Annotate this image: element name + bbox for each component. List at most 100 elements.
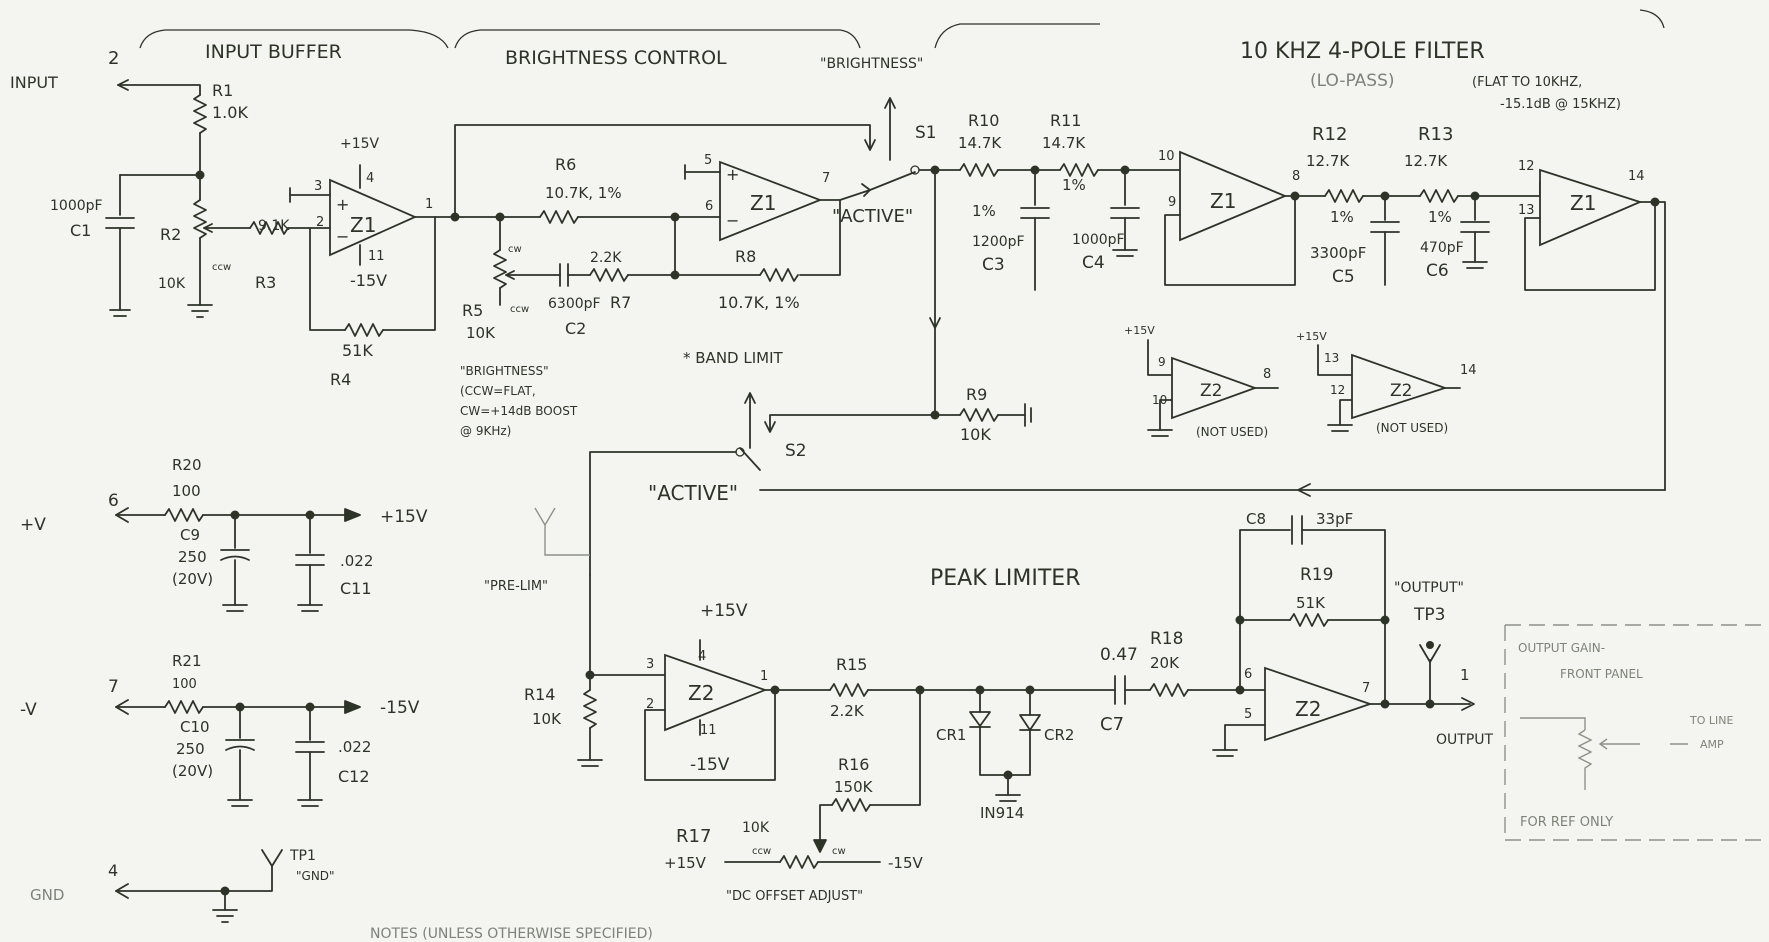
cr1-diode [969,711,991,728]
z2d-not-used: (NOT USED) [1376,421,1448,435]
power-filters: +V 6 +15V R20 100 C9 250 (20V) .022 C11 … [20,456,428,923]
c1-value: 1000pF [50,198,103,214]
c9-value-1: 250 [178,548,207,566]
c10-capacitor [225,739,255,751]
c9-value-2: (20V) [172,570,213,588]
c10-label: C10 [180,718,210,736]
c11-label: C11 [340,579,372,598]
r20-resistor [164,508,204,522]
r19-label: R19 [1300,565,1333,585]
s2-label: S2 [785,441,807,461]
r15-label: R15 [836,655,867,674]
brightness-note-2: (CCW=FLAT, [460,384,536,398]
r17-value: 10K [742,820,770,836]
svg-text:13: 13 [1518,203,1535,218]
z2d-label: Z2 [1390,381,1412,401]
svg-text:11: 11 [368,249,385,264]
diode-type-label: IN914 [980,804,1024,822]
c2-label: C2 [565,319,586,338]
r7-resistor [589,268,629,282]
r9-resistor [959,408,999,422]
dc-offset-label: "DC OFFSET ADJUST" [726,889,863,904]
brightness-control-title: BRIGHTNESS CONTROL [505,47,727,69]
output-port-label: OUTPUT [1436,732,1494,748]
filter-note-1: (FLAT TO 10KHZ, [1472,75,1582,90]
svg-text:11: 11 [700,723,717,738]
c9-capacitor [220,549,250,561]
svg-text:7: 7 [1362,681,1370,696]
peak-limiter-title: PEAK LIMITER [930,566,1080,591]
c11-value: .022 [340,552,373,570]
r19-resistor [1289,613,1329,627]
r20-value: 100 [172,482,201,500]
r14-resistor [583,689,597,729]
pos-v-rail: +15V [380,507,428,527]
r15-resistor [829,683,869,697]
svg-text:2: 2 [646,697,654,712]
c1-label: C1 [70,221,91,240]
svg-text:9: 9 [1158,355,1166,369]
z1b-opamp [719,160,823,242]
svg-text:5: 5 [1244,707,1252,722]
r13-tol: 1% [1428,208,1452,226]
svg-text:8: 8 [1292,169,1300,184]
svg-text:+: + [336,195,349,214]
svg-text:+15V: +15V [1296,330,1327,343]
filter-title: 10 KHZ 4-POLE FILTER [1240,39,1485,64]
filter-note-2: -15.1dB @ 15KHZ) [1500,97,1621,112]
section-headers: INPUT BUFFER BRIGHTNESS CONTROL "BRIGHTN… [139,9,1665,942]
cr2-label: CR2 [1044,726,1074,744]
c8-label: C8 [1246,510,1266,528]
r18-value: 20K [1150,654,1180,672]
r10-resistor [959,163,999,177]
filter-subtitle: (LO-PASS) [1310,71,1395,91]
c10-value-1: 250 [176,740,205,758]
r17-label: R17 [676,826,711,847]
r10-value: 14.7K [958,134,1002,152]
r11-resistor [1059,163,1099,177]
z1a-vminus: -15V [350,271,387,290]
svg-text:1: 1 [760,669,768,684]
r17-vminus: -15V [888,854,923,872]
svg-text:14: 14 [1460,363,1477,378]
r14-value: 10K [532,710,562,728]
r7-label: R7 [610,293,631,312]
c4-value: 1000pF [1072,232,1125,248]
gnd-port-label: GND [30,886,64,904]
svg-text:cw: cw [832,846,846,857]
z1c-opamp [1179,150,1288,242]
svg-text:12: 12 [1330,383,1345,397]
svg-text:+15V: +15V [1124,324,1155,337]
svg-text:4: 4 [366,171,374,186]
svg-text:13: 13 [1324,351,1339,365]
c8-capacitor [1291,515,1303,545]
cr2-diode [1019,714,1041,731]
r5-cw: cw [508,244,522,255]
z2b-label: Z2 [1295,697,1321,721]
r6-resistor [539,210,579,224]
c7-value: 0.47 [1100,645,1138,665]
r12-label: R12 [1312,124,1347,145]
z1a-label: Z1 [350,213,376,237]
pos-v-label: +V [20,515,46,535]
c3-label: C3 [982,255,1005,275]
r15-value: 2.2K [830,702,865,720]
r3-resistor [249,221,289,235]
brightness-note-4: @ 9KHz) [460,424,511,438]
c6-capacitor [1460,221,1490,233]
z1a-vplus: +15V [340,136,380,152]
svg-text:3: 3 [314,179,322,194]
r11-tol: 1% [1062,176,1086,194]
input-port-num: 2 [108,48,119,69]
c6-value: 470pF [1420,240,1464,256]
c4-capacitor [1110,207,1140,219]
z2c-not-used: (NOT USED) [1196,425,1268,439]
r5-value: 10K [466,324,496,342]
c4-label: C4 [1082,253,1105,273]
band-limit-stage: R9 10K S2 "ACTIVE" "PRE-LIM" [484,169,1032,594]
c7-capacitor [1114,675,1126,705]
svg-text:−: − [336,227,349,246]
cr1-label: CR1 [936,726,966,744]
r16-value: 150K [834,778,874,796]
c3-capacitor [1020,207,1050,219]
